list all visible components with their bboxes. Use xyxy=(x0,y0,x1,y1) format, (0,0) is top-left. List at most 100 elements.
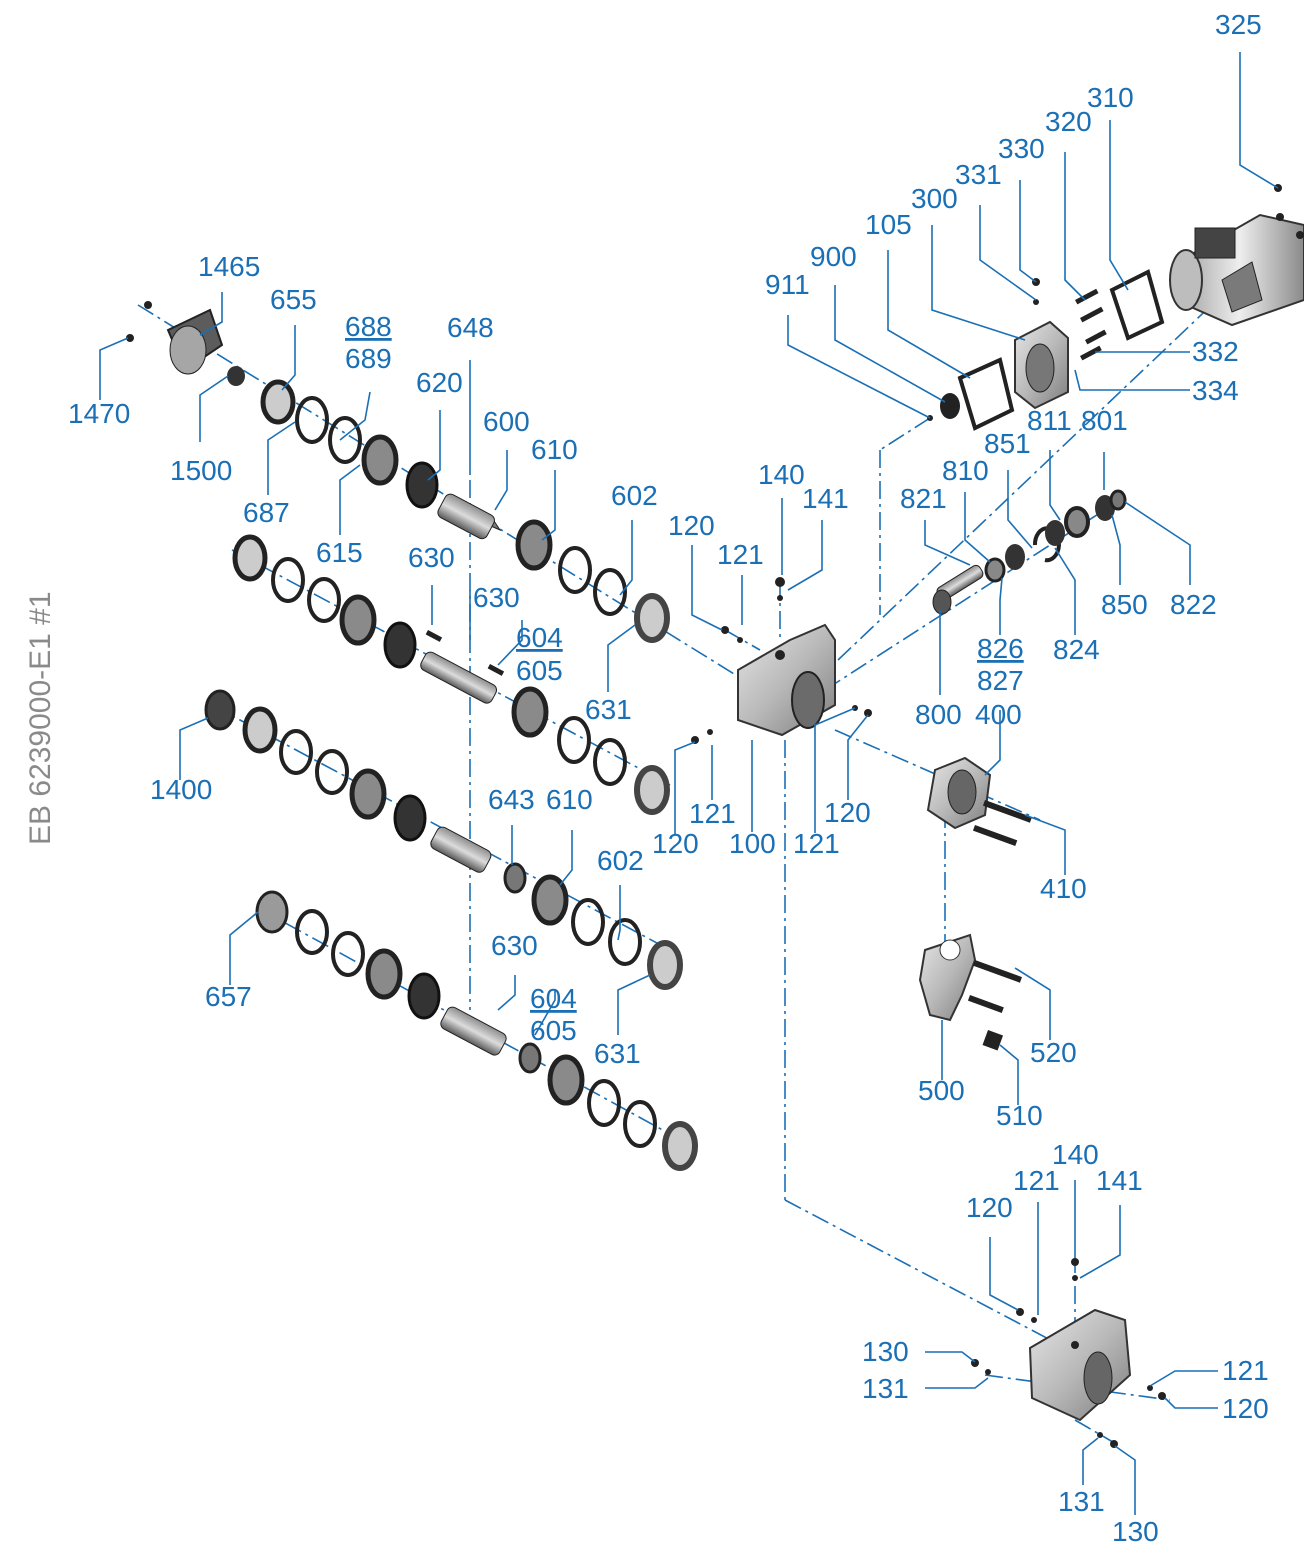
leader-line xyxy=(814,707,856,833)
leader-line xyxy=(617,974,651,1035)
callout-131: 131 xyxy=(1058,1486,1105,1517)
leader-line xyxy=(497,975,516,1011)
leader-line xyxy=(339,391,371,441)
main-housing xyxy=(737,623,836,737)
leader-line xyxy=(607,624,636,692)
leader-line xyxy=(924,520,971,566)
callout-687: 687 xyxy=(243,497,290,528)
callout-604: 604 xyxy=(516,622,563,653)
callout-140: 140 xyxy=(1052,1139,1099,1170)
callout-900: 900 xyxy=(810,241,857,272)
leader-line xyxy=(847,714,869,800)
callout-911: 911 xyxy=(765,269,810,300)
callout-655: 655 xyxy=(270,284,317,315)
callout-610: 610 xyxy=(531,434,578,465)
leader-line xyxy=(427,410,441,481)
callout-121: 121 xyxy=(1222,1355,1269,1386)
callout-130: 130 xyxy=(1112,1516,1159,1547)
leader-line xyxy=(984,710,1001,776)
callout-300: 300 xyxy=(911,183,958,214)
callout-821: 821 xyxy=(900,483,947,514)
leader-line xyxy=(1024,814,1066,875)
callout-610: 610 xyxy=(546,784,593,815)
callout-141: 141 xyxy=(1096,1165,1143,1196)
callout-688: 688 xyxy=(345,311,392,342)
parts xyxy=(126,184,1304,1448)
leader-line xyxy=(1049,450,1061,521)
callout-620: 620 xyxy=(416,367,463,398)
leader-line xyxy=(1149,1370,1218,1387)
callout-labels: 325 310 320 330 331 300 105 900 911 332 … xyxy=(68,9,1269,1547)
leader-line xyxy=(281,325,296,391)
callout-801: 801 xyxy=(1081,405,1128,436)
leader-line xyxy=(617,885,621,941)
callout-800: 800 xyxy=(915,699,962,730)
callout-105: 105 xyxy=(865,209,912,240)
leader-line xyxy=(1111,514,1121,585)
callout-330: 330 xyxy=(998,133,1045,164)
callout-631: 631 xyxy=(585,694,632,725)
callout-604: 604 xyxy=(530,983,577,1014)
callout-689: 689 xyxy=(345,343,392,374)
leader-line xyxy=(887,250,971,379)
callout-121: 121 xyxy=(689,798,736,829)
callout-100: 100 xyxy=(729,828,776,859)
leader-line xyxy=(1109,120,1129,291)
callout-630: 630 xyxy=(408,542,455,573)
leader-line xyxy=(534,990,556,1036)
callout-615: 615 xyxy=(316,537,363,568)
motor xyxy=(1169,184,1304,327)
callout-400: 400 xyxy=(975,699,1022,730)
shaft-row-3 xyxy=(204,689,683,990)
leader-line xyxy=(1114,1445,1136,1515)
leader-line xyxy=(99,337,129,400)
callout-643: 643 xyxy=(488,784,535,815)
callout-120: 120 xyxy=(652,828,699,859)
callout-648: 648 xyxy=(447,312,494,343)
document-id: EB 6239000-E1 #1 xyxy=(24,591,57,845)
callout-826: 826 xyxy=(977,633,1024,664)
callout-851: 851 xyxy=(984,428,1031,459)
output-flange xyxy=(926,756,1032,847)
callout-131: 131 xyxy=(862,1373,909,1404)
leader-line xyxy=(787,520,823,591)
callout-334: 334 xyxy=(1192,375,1239,406)
leader-line xyxy=(494,450,508,511)
callout-520: 520 xyxy=(1030,1037,1077,1068)
callout-600: 600 xyxy=(483,406,530,437)
leader-line xyxy=(999,1044,1019,1105)
callout-331: 331 xyxy=(955,159,1002,190)
shaft-row-1 xyxy=(126,301,670,643)
callout-310: 310 xyxy=(1087,82,1134,113)
callout-320: 320 xyxy=(1045,106,1092,137)
lower-housing xyxy=(971,1258,1166,1448)
callout-120: 120 xyxy=(668,510,715,541)
shaft-row-2 xyxy=(232,534,670,815)
leader-line xyxy=(834,285,946,403)
leader-line xyxy=(199,292,223,336)
leader-line xyxy=(541,470,556,541)
shaft-row-4 xyxy=(255,890,698,1171)
leader-line xyxy=(497,620,523,666)
callout-141: 141 xyxy=(802,483,849,514)
callout-824: 824 xyxy=(1053,634,1100,665)
callout-657: 657 xyxy=(205,981,252,1012)
leader-line xyxy=(925,1351,976,1363)
leader-line xyxy=(925,1377,989,1389)
callout-121: 121 xyxy=(793,828,840,859)
callout-1465: 1465 xyxy=(198,251,260,282)
leader-line xyxy=(989,1237,1019,1311)
callout-1500: 1500 xyxy=(170,455,232,486)
leader-line xyxy=(964,492,991,563)
leader-line xyxy=(1019,180,1037,283)
callout-605: 605 xyxy=(530,1015,577,1046)
callout-325: 325 xyxy=(1215,9,1262,40)
callout-121: 121 xyxy=(717,539,764,570)
leader-line xyxy=(339,464,361,535)
callout-630: 630 xyxy=(491,930,538,961)
callout-602: 602 xyxy=(611,480,658,511)
leader-line xyxy=(1064,152,1086,301)
leader-line xyxy=(674,741,696,835)
callout-510: 510 xyxy=(996,1100,1043,1131)
